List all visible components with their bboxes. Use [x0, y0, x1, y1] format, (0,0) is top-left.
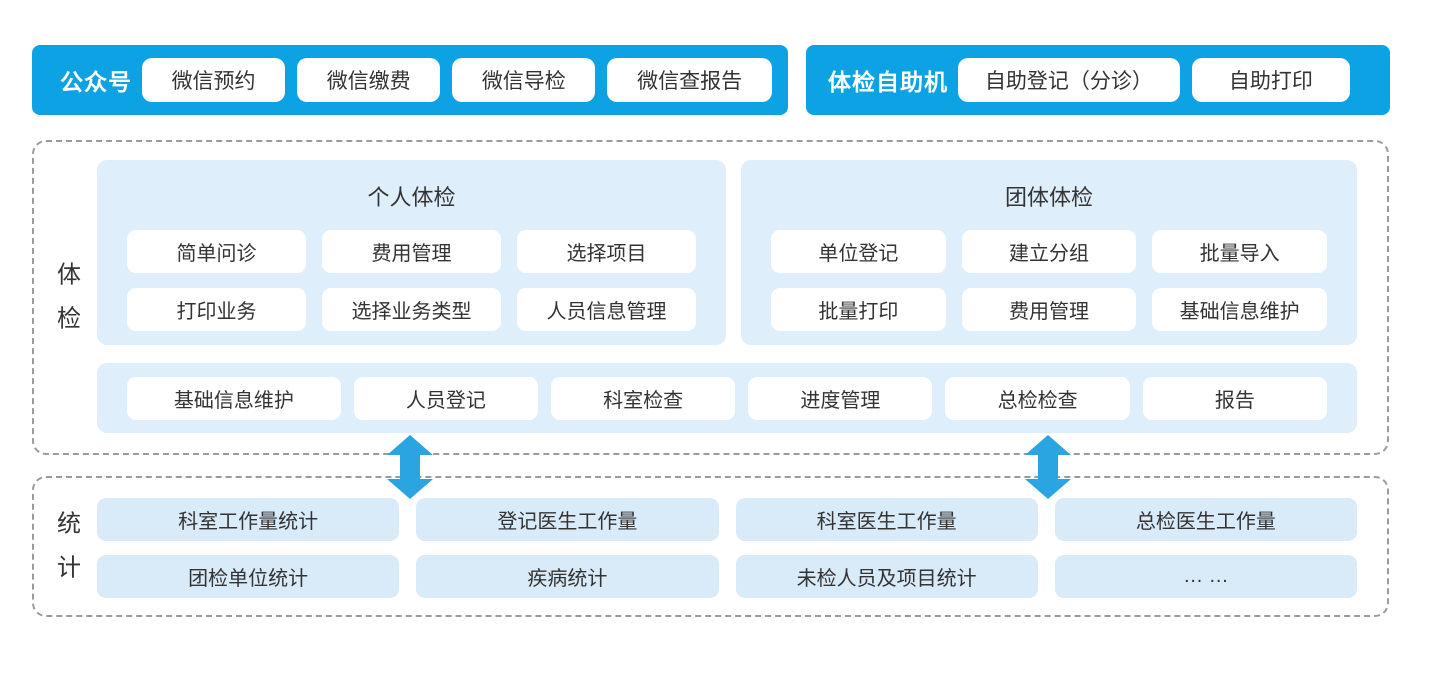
stats-grid: 科室工作量统计 登记医生工作量 科室医生工作量 总检医生工作量 团检单位统计 疾…: [97, 498, 1357, 598]
stats-section-box: 统计 科室工作量统计 登记医生工作量 科室医生工作量 总检医生工作量 团检单位统…: [32, 476, 1389, 617]
exam-section-label: 体检: [57, 261, 81, 333]
kiosk-self-register-chip: 自助登记（分诊）: [958, 58, 1180, 102]
exam-section-box: 体检 个人体检 简单问诊 费用管理 选择项目 打印业务 选择业务类型 人员信息管…: [32, 140, 1389, 455]
workflow-final-check-chip: 总检检查: [945, 376, 1130, 420]
kiosk-bar-label: 体检自助机: [828, 69, 948, 95]
stat-department-doctor-workload-chip: 科室医生工作量: [735, 498, 1038, 541]
wechat-bar-buttons: 微信预约 微信缴费 微信导检 微信查报告: [142, 58, 772, 102]
stat-disease-chip: 疾病统计: [416, 555, 719, 598]
personal-exam-title: 个人体检: [367, 185, 456, 210]
stat-unexamined-chip: 未检人员及项目统计: [735, 555, 1038, 598]
workflow-progress-chip: 进度管理: [748, 376, 933, 420]
stat-final-doctor-workload-chip: 总检医生工作量: [1054, 498, 1357, 541]
group-unit-register-chip: 单位登记: [771, 230, 946, 273]
exam-panels-row: 个人体检 简单问诊 费用管理 选择项目 打印业务 选择业务类型 人员信息管理 团…: [97, 160, 1357, 345]
group-exam-grid: 单位登记 建立分组 批量导入 批量打印 费用管理 基础信息维护: [771, 230, 1327, 331]
group-create-groups-chip: 建立分组: [961, 230, 1137, 273]
group-batch-print-chip: 批量打印: [771, 288, 946, 331]
stat-register-doctor-workload-chip: 登记医生工作量: [416, 498, 719, 541]
personal-select-items-chip: 选择项目: [517, 230, 696, 273]
group-base-info-chip: 基础信息维护: [1152, 288, 1327, 331]
kiosk-self-print-chip: 自助打印: [1191, 58, 1350, 102]
self-service-kiosk-bar: 体检自助机 自助登记（分诊） 自助打印: [806, 45, 1390, 115]
group-exam-panel: 团体体检 单位登记 建立分组 批量导入 批量打印 费用管理 基础信息维护: [741, 160, 1357, 345]
personal-exam-grid: 简单问诊 费用管理 选择项目 打印业务 选择业务类型 人员信息管理: [127, 230, 696, 331]
exam-section-content: 个人体检 简单问诊 费用管理 选择项目 打印业务 选择业务类型 人员信息管理 团…: [97, 160, 1357, 433]
workflow-report-chip: 报告: [1142, 376, 1327, 420]
group-fee-management-chip: 费用管理: [961, 288, 1137, 331]
top-channel-row: 公众号 微信预约 微信缴费 微信导检 微信查报告 体检自助机 自助登记（分诊） …: [32, 45, 1390, 115]
wechat-payment-chip: 微信缴费: [297, 58, 441, 102]
wechat-booking-chip: 微信预约: [142, 58, 286, 102]
group-batch-import-chip: 批量导入: [1152, 230, 1327, 273]
personal-exam-panel: 个人体检 简单问诊 费用管理 选择项目 打印业务 选择业务类型 人员信息管理: [97, 160, 726, 345]
workflow-department-check-chip: 科室检查: [550, 376, 736, 420]
stat-group-unit-chip: 团检单位统计: [97, 555, 400, 598]
kiosk-bar-buttons: 自助登记（分诊） 自助打印: [958, 58, 1350, 102]
personal-person-info-chip: 人员信息管理: [517, 288, 696, 331]
personal-print-service-chip: 打印业务: [127, 288, 306, 331]
wechat-guide-chip: 微信导检: [452, 58, 596, 102]
personal-fee-management-chip: 费用管理: [322, 230, 501, 273]
exam-workflow-strip: 基础信息维护 人员登记 科室检查 进度管理 总检检查 报告: [97, 363, 1357, 433]
sync-arrow-icon: [387, 435, 433, 499]
group-exam-title: 团体体检: [1004, 185, 1093, 210]
wechat-official-account-bar: 公众号 微信预约 微信缴费 微信导检 微信查报告: [32, 45, 788, 115]
workflow-base-info-chip: 基础信息维护: [127, 376, 341, 420]
wechat-report-chip: 微信查报告: [607, 58, 772, 102]
wechat-bar-label: 公众号: [60, 69, 132, 95]
stats-section-label: 统计: [57, 510, 81, 582]
personal-simple-inquiry-chip: 简单问诊: [127, 230, 306, 273]
stat-more-chip: … …: [1054, 555, 1357, 598]
stat-department-workload-chip: 科室工作量统计: [97, 498, 400, 541]
sync-arrow-icon: [1025, 435, 1071, 499]
workflow-person-register-chip: 人员登记: [353, 376, 538, 420]
personal-business-type-chip: 选择业务类型: [322, 288, 501, 331]
